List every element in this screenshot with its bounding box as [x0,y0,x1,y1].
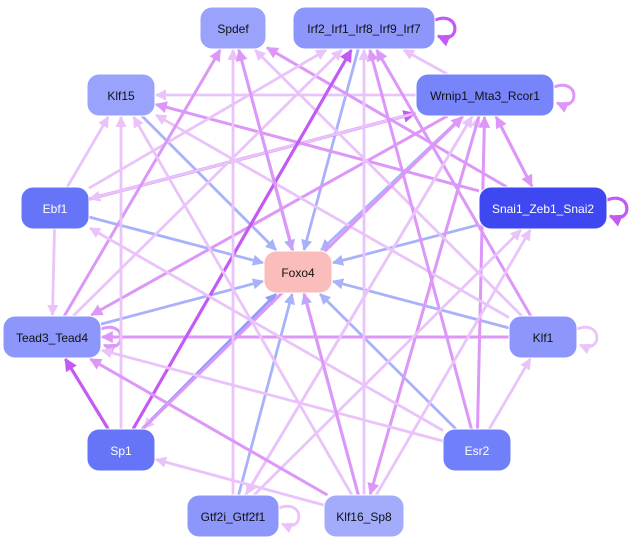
edge-wrnip1-to-klf16 [367,115,481,496]
node-tead3[interactable]: Tead3_Tead4 [2,315,102,359]
node-label: Foxo4 [281,266,315,280]
node-box[interactable] [478,186,608,230]
node-foxo4[interactable]: Foxo4 [263,250,333,294]
edge-snai1-to-wrnip1 [494,115,534,188]
edge-esr2-to-ebf1 [89,226,444,432]
node-snai1[interactable]: Snai1_Zeb1_Snai2 [478,186,608,230]
node-box[interactable] [199,6,267,50]
node-box[interactable] [263,250,333,294]
node-klf1[interactable]: Klf1 [508,315,578,359]
edge-gtf2i-to-snai1 [253,229,522,496]
edge-klf16-to-tead3 [89,357,329,497]
node-box[interactable] [442,428,512,472]
edge-klf16-to-sp1 [154,456,325,507]
edge-gtf2i-to-gtf2i [278,504,301,534]
node-label: Snai1_Zeb1_Snai2 [492,202,594,216]
edge-gtf2i-to-wrnip1 [244,116,474,496]
node-box[interactable] [86,73,156,117]
edge-esr2-to-wrnip1 [476,115,491,430]
node-gtf2i[interactable]: Gtf2i_Gtf2f1 [186,494,280,538]
node-label: Gtf2i_Gtf2f1 [201,510,266,524]
node-irf[interactable]: Irf2_Irf1_Irf8_Irf9_Irf7 [292,6,436,50]
node-esr2[interactable]: Esr2 [442,428,512,472]
edge-irf-to-irf [434,16,457,47]
node-label: Tead3_Tead4 [16,331,88,345]
node-label: Klf1 [533,331,554,345]
edge-esr2-to-irf [366,48,473,430]
edge-esr2-to-klf1 [488,358,532,430]
node-box[interactable] [20,186,90,230]
node-wrnip1[interactable]: Wrnip1_Mta3_Rcor1 [415,73,555,117]
edge-snai1-to-snai1 [606,196,629,227]
node-box[interactable] [86,428,156,472]
node-sp1[interactable]: Sp1 [86,428,156,472]
node-label: Esr2 [465,444,490,458]
node-box[interactable] [323,494,405,538]
edge-klf16-to-snai1 [374,229,532,496]
node-ebf1[interactable]: Ebf1 [20,186,90,230]
node-label: Klf16_Sp8 [336,510,392,524]
node-klf15[interactable]: Klf15 [86,73,156,117]
edge-irf-to-foxo4 [301,48,360,252]
edge-ebf1-to-klf15 [66,116,110,188]
edge-tead3-to-spdef [63,48,222,317]
edge-wrnip1-to-ebf1 [88,111,417,202]
edge-ebf1-to-irf [88,48,328,190]
node-label: Wrnip1_Mta3_Rcor1 [430,89,540,103]
edge-wrnip1-to-irf [402,48,448,76]
edges-layer [47,16,629,534]
edge-esr2-to-tead3 [100,347,444,443]
edge-wrnip1-to-tead3 [90,114,449,317]
edge-tead3-to-foxo4 [100,278,265,326]
edge-klf1-to-klf15 [155,113,510,319]
edge-klf1-to-klf1 [576,325,599,355]
node-box[interactable] [2,315,102,359]
node-klf16[interactable]: Klf16_Sp8 [323,494,405,538]
node-box[interactable] [186,494,280,538]
edge-ebf1-to-tead3 [47,228,59,317]
edge-snai1-to-foxo4 [331,223,480,266]
node-spdef[interactable]: Spdef [199,6,267,50]
node-label: Irf2_Irf1_Irf8_Irf9_Irf7 [307,22,421,36]
node-label: Spdef [217,22,249,36]
node-label: Sp1 [110,444,132,458]
edge-wrnip1-to-wrnip1 [553,83,576,113]
edge-sp1-to-tead3 [64,357,110,430]
edge-ebf1-to-foxo4 [88,215,265,266]
edge-klf16-to-klf15 [132,116,354,496]
edge-tead3-to-irf [72,49,343,317]
node-box[interactable] [292,6,436,50]
node-label: Klf15 [107,89,135,103]
node-box[interactable] [415,73,555,117]
node-label: Ebf1 [43,202,68,216]
node-box[interactable] [508,315,578,359]
edge-sp1-to-irf [131,48,353,430]
